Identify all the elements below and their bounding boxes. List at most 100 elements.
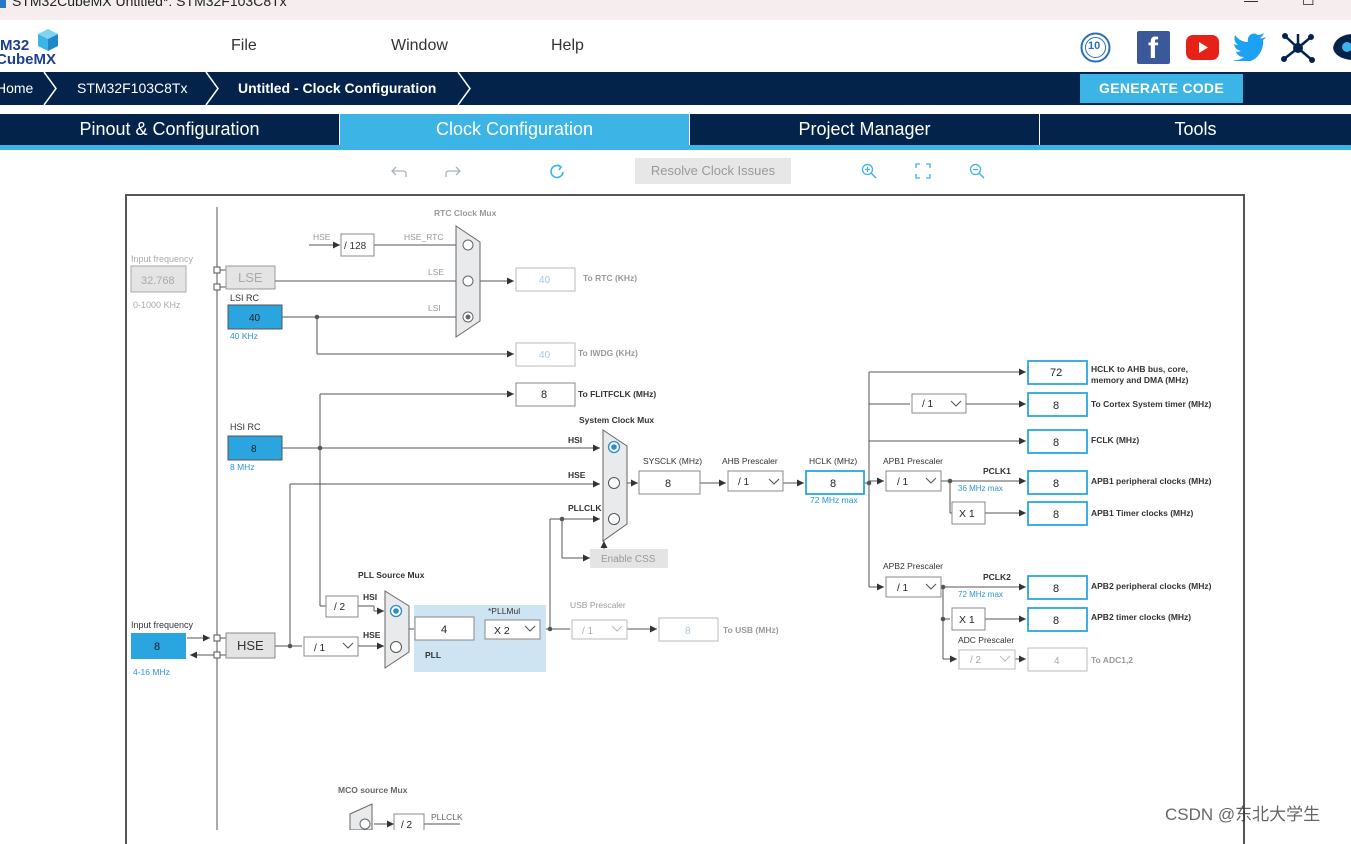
adc-out-label: To ADC1,2 xyxy=(1091,655,1133,665)
hsi-pll-divider xyxy=(325,595,359,618)
twitter-icon[interactable] xyxy=(1233,33,1267,66)
cortex-timer-divider[interactable] xyxy=(911,393,967,414)
hse-block[interactable] xyxy=(225,632,276,659)
youtube-icon[interactable] xyxy=(1186,35,1219,65)
breadcrumb-device[interactable]: STM32F103C8Tx xyxy=(77,80,188,96)
lsi-value: 40 xyxy=(249,313,261,324)
zoom-in-icon[interactable] xyxy=(861,163,877,179)
rtc-mux-lse-radio[interactable] xyxy=(462,275,474,287)
hse-pll-divider-select[interactable] xyxy=(303,636,359,657)
hclk-input[interactable] xyxy=(805,470,865,495)
pclk1-max: 36 MHz max xyxy=(958,484,1003,493)
apb1-timer-label: APB1 Timer clocks (MHz) xyxy=(1091,508,1194,518)
undo-icon[interactable] xyxy=(391,164,407,178)
hclk-max: 72 MHz max xyxy=(810,495,858,505)
st-community-icon[interactable] xyxy=(1331,32,1351,67)
fclk-label: FCLK (MHz) xyxy=(1091,435,1139,445)
clock-diagram-frame xyxy=(125,194,1245,844)
menu-file[interactable]: File xyxy=(231,37,257,54)
apb2-peripheral-output[interactable] xyxy=(1027,575,1088,600)
hclk-value: 8 xyxy=(830,478,836,490)
hse-range: 4-16 MHz xyxy=(133,667,170,677)
pclk1-label: PCLK1 xyxy=(983,466,1011,476)
zoom-out-icon[interactable] xyxy=(969,163,985,179)
lse-freq-label: Input frequency xyxy=(131,254,194,264)
cortex-value: 8 xyxy=(1053,400,1059,412)
apb1-value: / 1 xyxy=(897,477,909,488)
menu-window[interactable]: Window xyxy=(391,37,448,54)
apb1-label: APB1 Prescaler xyxy=(883,456,943,466)
breadcrumb-current: Untitled - Clock Configuration xyxy=(238,80,437,96)
fclk-value: 8 xyxy=(1053,437,1059,449)
lse-range: 0-1000 KHz xyxy=(133,300,181,310)
apb1-peripheral-output[interactable] xyxy=(1027,470,1088,495)
hsi-value: 8 xyxy=(251,444,257,455)
usb-output xyxy=(658,617,719,642)
adc-value-select: / 2 xyxy=(970,655,982,666)
apb1-prescaler-select[interactable] xyxy=(885,470,942,492)
adc-prescaler-select[interactable] xyxy=(958,649,1016,670)
tab-project[interactable]: Project Manager xyxy=(690,114,1040,145)
facebook-icon[interactable]: f xyxy=(1137,31,1170,65)
cube-icon xyxy=(38,29,58,51)
fclk-output[interactable] xyxy=(1027,429,1088,454)
sys-mux-hse-radio[interactable] xyxy=(608,477,620,489)
redo-icon[interactable] xyxy=(445,164,461,178)
lse-block[interactable] xyxy=(225,265,276,290)
tab-clock[interactable]: Clock Configuration xyxy=(340,114,690,150)
usb-prescaler-select[interactable] xyxy=(571,619,628,640)
hclk-ahb-output[interactable] xyxy=(1027,360,1088,385)
lse-input-frequency[interactable] xyxy=(130,265,187,293)
ahb-prescaler-select[interactable] xyxy=(727,470,784,492)
minimize-button[interactable]: — xyxy=(1244,0,1258,8)
tab-tools[interactable]: Tools xyxy=(1174,119,1217,139)
hse-input-frequency[interactable] xyxy=(131,633,186,659)
resolve-clock-issues-button[interactable]: Resolve Clock Issues xyxy=(635,158,791,184)
cubemx-logo: M32 CubeMX xyxy=(0,26,62,68)
apb2-prescaler-select[interactable] xyxy=(885,576,942,598)
fit-screen-icon[interactable] xyxy=(915,163,931,179)
title-bar: STM32CubeMX Untitled*: STM32F103C8Tx — ☐ xyxy=(0,0,1351,20)
maximize-button[interactable]: ☐ xyxy=(1302,0,1315,8)
pll-mux-hse-radio[interactable] xyxy=(390,641,402,653)
cortex-label: To Cortex System timer (MHz) xyxy=(1091,399,1211,409)
apb1-timer-output[interactable] xyxy=(1027,501,1088,526)
apb2-timer-multiplier xyxy=(951,607,986,631)
pll-source-mux[interactable] xyxy=(384,590,410,669)
enable-css-button[interactable] xyxy=(590,549,668,568)
adc-output xyxy=(1027,647,1088,672)
flitfclk-output xyxy=(515,382,576,407)
menu-bar: M32 CubeMX File Window Help 10 f xyxy=(0,20,1351,72)
hclk-ahb-value: 72 xyxy=(1050,367,1062,379)
anniversary-icon[interactable]: 10 xyxy=(1080,32,1111,63)
generate-code-button[interactable]: GENERATE CODE xyxy=(1080,74,1243,103)
pll-src-mux-label: PLL Source Mux xyxy=(358,570,425,580)
sysclk-value xyxy=(638,470,701,495)
pllmul-select[interactable] xyxy=(484,619,541,640)
sys-mux-label: System Clock Mux xyxy=(579,415,654,425)
network-icon[interactable] xyxy=(1281,32,1315,69)
refresh-icon[interactable] xyxy=(549,163,565,179)
window-title: STM32CubeMX Untitled*: STM32F103C8Tx xyxy=(12,0,287,9)
apb2-timer-output[interactable] xyxy=(1027,607,1088,632)
breadcrumb-home[interactable]: Home xyxy=(0,80,34,96)
sys-pllclk-label: PLLCLK xyxy=(568,503,602,513)
menu-help[interactable]: Help xyxy=(551,37,584,54)
breadcrumb-chevron-icon xyxy=(457,72,471,105)
breadcrumb-chevron-icon xyxy=(43,72,57,105)
div2-label: / 2 xyxy=(334,602,346,613)
rtc-lsi-label: LSI xyxy=(428,303,441,313)
rtc-mux-hse-radio[interactable] xyxy=(462,239,474,251)
app-icon xyxy=(0,0,6,8)
hclk-label: HCLK (MHz) xyxy=(809,456,857,466)
tab-pinout[interactable]: Pinout & Configuration xyxy=(0,114,340,145)
pll-input-value xyxy=(414,616,475,641)
facebook-glyph: f xyxy=(1148,32,1158,65)
to-iwdg-label: To IWDG (KHz) xyxy=(578,348,638,358)
sys-mux-pllclk-radio[interactable] xyxy=(608,513,620,525)
ahb-value: / 1 xyxy=(738,477,750,488)
tab-underline xyxy=(0,145,1351,150)
cortex-timer-output[interactable] xyxy=(1027,392,1088,417)
mco-mux-label: MCO source Mux xyxy=(338,785,408,795)
enable-css-label: Enable CSS xyxy=(601,554,656,565)
